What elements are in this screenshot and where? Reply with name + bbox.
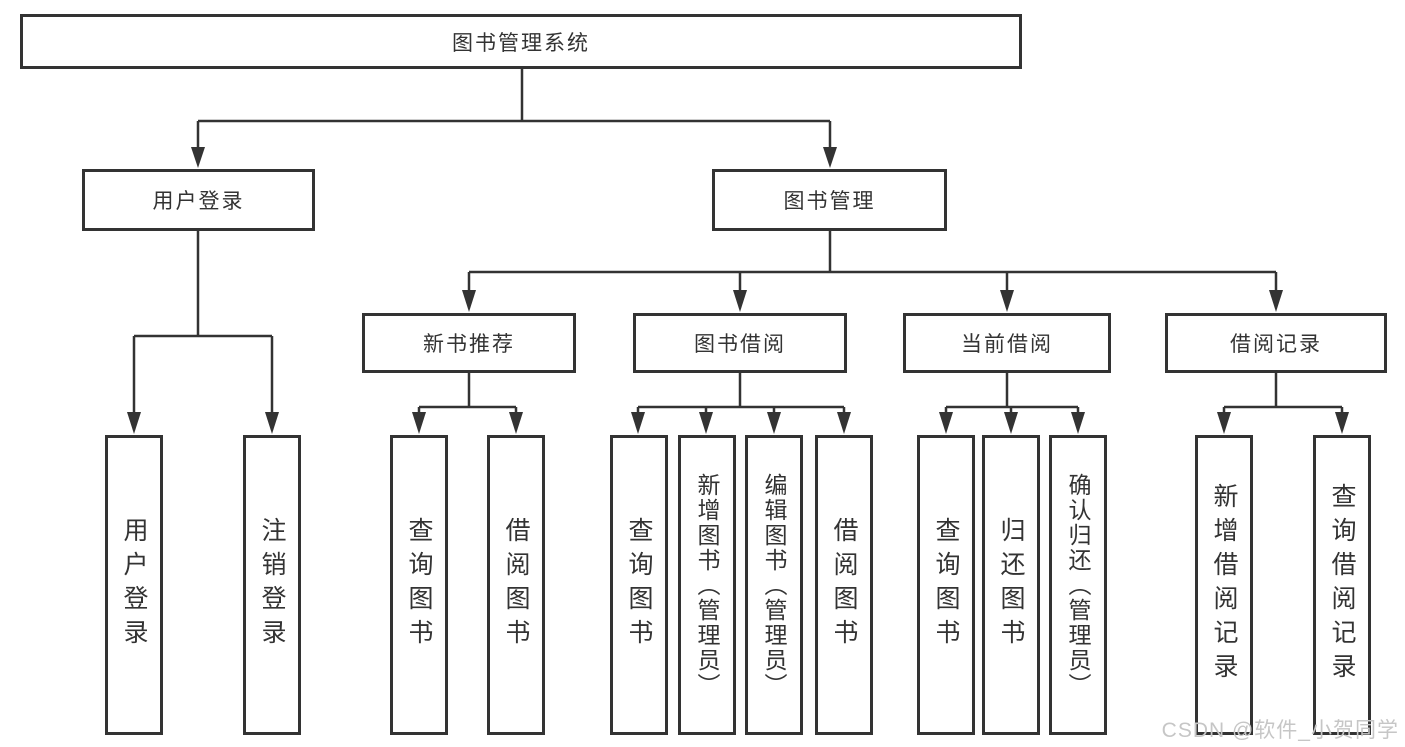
leaf-confirm-return-admin: 确认归还（管理员）	[1049, 435, 1107, 735]
node-book-borrow: 图书借阅	[633, 313, 847, 373]
leaf-query-book-borrow: 查询图书	[610, 435, 668, 735]
node-root-system: 图书管理系统	[20, 14, 1022, 69]
leaf-borrow-book-recommend: 借阅图书	[487, 435, 545, 735]
leaf-borrow-book: 借阅图书	[815, 435, 873, 735]
leaf-query-book-current: 查询图书	[917, 435, 975, 735]
leaf-user-login: 用户登录	[105, 435, 163, 735]
node-new-book-recommend: 新书推荐	[362, 313, 576, 373]
leaf-add-borrow-record: 新增借阅记录	[1195, 435, 1253, 735]
csdn-watermark: CSDN @软件_小贺同学	[1161, 719, 1399, 742]
node-user-login: 用户登录	[82, 169, 315, 231]
leaf-edit-book-admin: 编辑图书（管理员）	[745, 435, 803, 735]
leaf-query-book-recommend: 查询图书	[390, 435, 448, 735]
arrowhead-icons	[127, 147, 1349, 434]
node-borrow-records: 借阅记录	[1165, 313, 1387, 373]
leaf-return-book: 归还图书	[982, 435, 1040, 735]
leaf-logout: 注销登录	[243, 435, 301, 735]
node-book-management: 图书管理	[712, 169, 947, 231]
leaf-query-borrow-record: 查询借阅记录	[1313, 435, 1371, 735]
leaf-add-book-admin: 新增图书（管理员）	[678, 435, 736, 735]
node-current-borrow: 当前借阅	[903, 313, 1111, 373]
